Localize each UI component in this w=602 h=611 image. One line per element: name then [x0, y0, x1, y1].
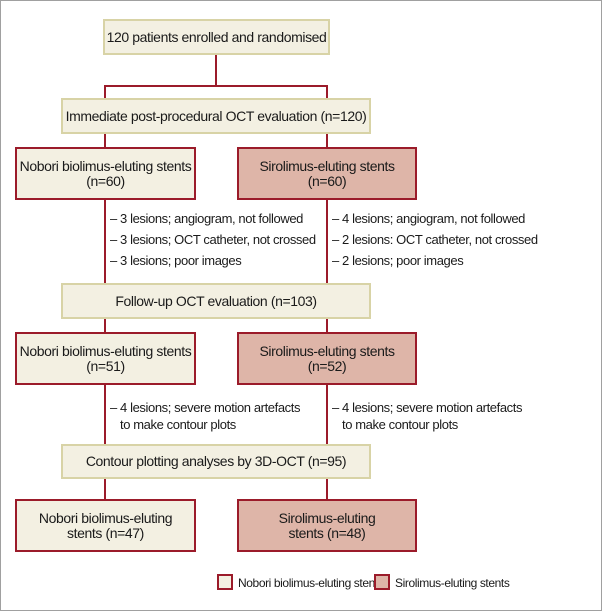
sirolimus-stage1-count: (n=60) — [307, 172, 347, 189]
nobori-stage2-label: Nobori biolimus-eluting stents — [19, 342, 192, 359]
exclusion-item: – 2 lesions; poor images — [332, 253, 464, 268]
exclusion-item: – 4 lesions; severe motion artefacts — [110, 400, 301, 415]
immediate-eval-text: Immediate post-procedural OCT evaluation… — [65, 107, 367, 124]
exclusion-item: – 3 lesions; poor images — [110, 253, 242, 268]
connector-right-trunk-3 — [326, 385, 328, 499]
sirolimus-stage3-count: stents (n=48) — [288, 524, 366, 541]
connector-left-trunk-3 — [104, 385, 106, 499]
legend-swatch-nobori — [217, 574, 233, 590]
followup-eval-text: Follow-up OCT evaluation (n=103) — [115, 292, 317, 309]
enrolled-text: 120 patients enrolled and randomised — [106, 28, 327, 45]
connector-enrolled-down — [215, 54, 217, 87]
exclusion-item: – 4 lesions; severe motion artefacts — [332, 400, 523, 415]
legend-swatch-sirolimus — [374, 574, 390, 590]
followup-eval-box: Follow-up OCT evaluation (n=103) — [61, 283, 371, 319]
sirolimus-box-stage3: Sirolimus-eluting stents (n=48) — [237, 499, 417, 552]
legend-label-nobori: Nobori biolimus-eluting stents — [238, 576, 384, 590]
nobori-box-stage2: Nobori biolimus-eluting stents (n=51) — [15, 332, 196, 385]
nobori-exclusions-stage2: – 4 lesions; severe motion artefacts to … — [110, 399, 300, 433]
sirolimus-stage3-label: Sirolimus-eluting — [278, 509, 376, 526]
contour-eval-text: Contour plotting analyses by 3D-OCT (n=9… — [85, 453, 347, 469]
exclusion-item: – 3 lesions; OCT catheter, not crossed — [110, 232, 316, 247]
legend-label-sirolimus: Sirolimus-eluting stents — [395, 576, 510, 590]
nobori-stage2-count: (n=51) — [86, 357, 125, 374]
exclusion-item: – 4 lesions; angiogram, not followed — [332, 211, 526, 226]
exclusion-item-continued: to make contour plots — [342, 417, 458, 432]
sirolimus-exclusions-stage2: – 4 lesions; severe motion artefacts to … — [332, 399, 522, 433]
sirolimus-stage2-label: Sirolimus-eluting stents — [259, 342, 395, 359]
connector-split-horizontal — [104, 85, 328, 87]
immediate-eval-box: Immediate post-procedural OCT evaluation… — [61, 98, 371, 134]
nobori-exclusions-stage1: – 3 lesions; angiogram, not followed – 3… — [110, 208, 316, 271]
exclusion-item: – 2 lesions: OCT catheter, not crossed — [332, 232, 538, 247]
nobori-stage3-label: Nobori biolimus-eluting — [38, 509, 173, 526]
contour-eval-box: Contour plotting analyses by 3D-OCT (n=9… — [61, 444, 371, 479]
nobori-stage3-count: stents (n=47) — [67, 524, 144, 541]
sirolimus-exclusions-stage1: – 4 lesions; angiogram, not followed – 2… — [332, 208, 538, 271]
sirolimus-stage2-count: (n=52) — [307, 357, 347, 374]
exclusion-item: – 3 lesions; angiogram, not followed — [110, 211, 304, 226]
connector-left-trunk-2 — [104, 200, 106, 332]
exclusion-item-continued: to make contour plots — [120, 417, 236, 432]
nobori-box-stage3: Nobori biolimus-eluting stents (n=47) — [15, 499, 196, 552]
connector-right-trunk-2 — [326, 200, 328, 332]
sirolimus-stage1-label: Sirolimus-eluting stents — [259, 157, 395, 174]
sirolimus-box-stage2: Sirolimus-eluting stents (n=52) — [237, 332, 417, 385]
nobori-stage1-label: Nobori biolimus-eluting stents — [19, 157, 192, 174]
nobori-box-stage1: Nobori biolimus-eluting stents (n=60) — [15, 147, 196, 200]
nobori-stage1-count: (n=60) — [86, 172, 125, 189]
sirolimus-box-stage1: Sirolimus-eluting stents (n=60) — [237, 147, 417, 200]
enrolled-box: 120 patients enrolled and randomised — [103, 19, 330, 55]
